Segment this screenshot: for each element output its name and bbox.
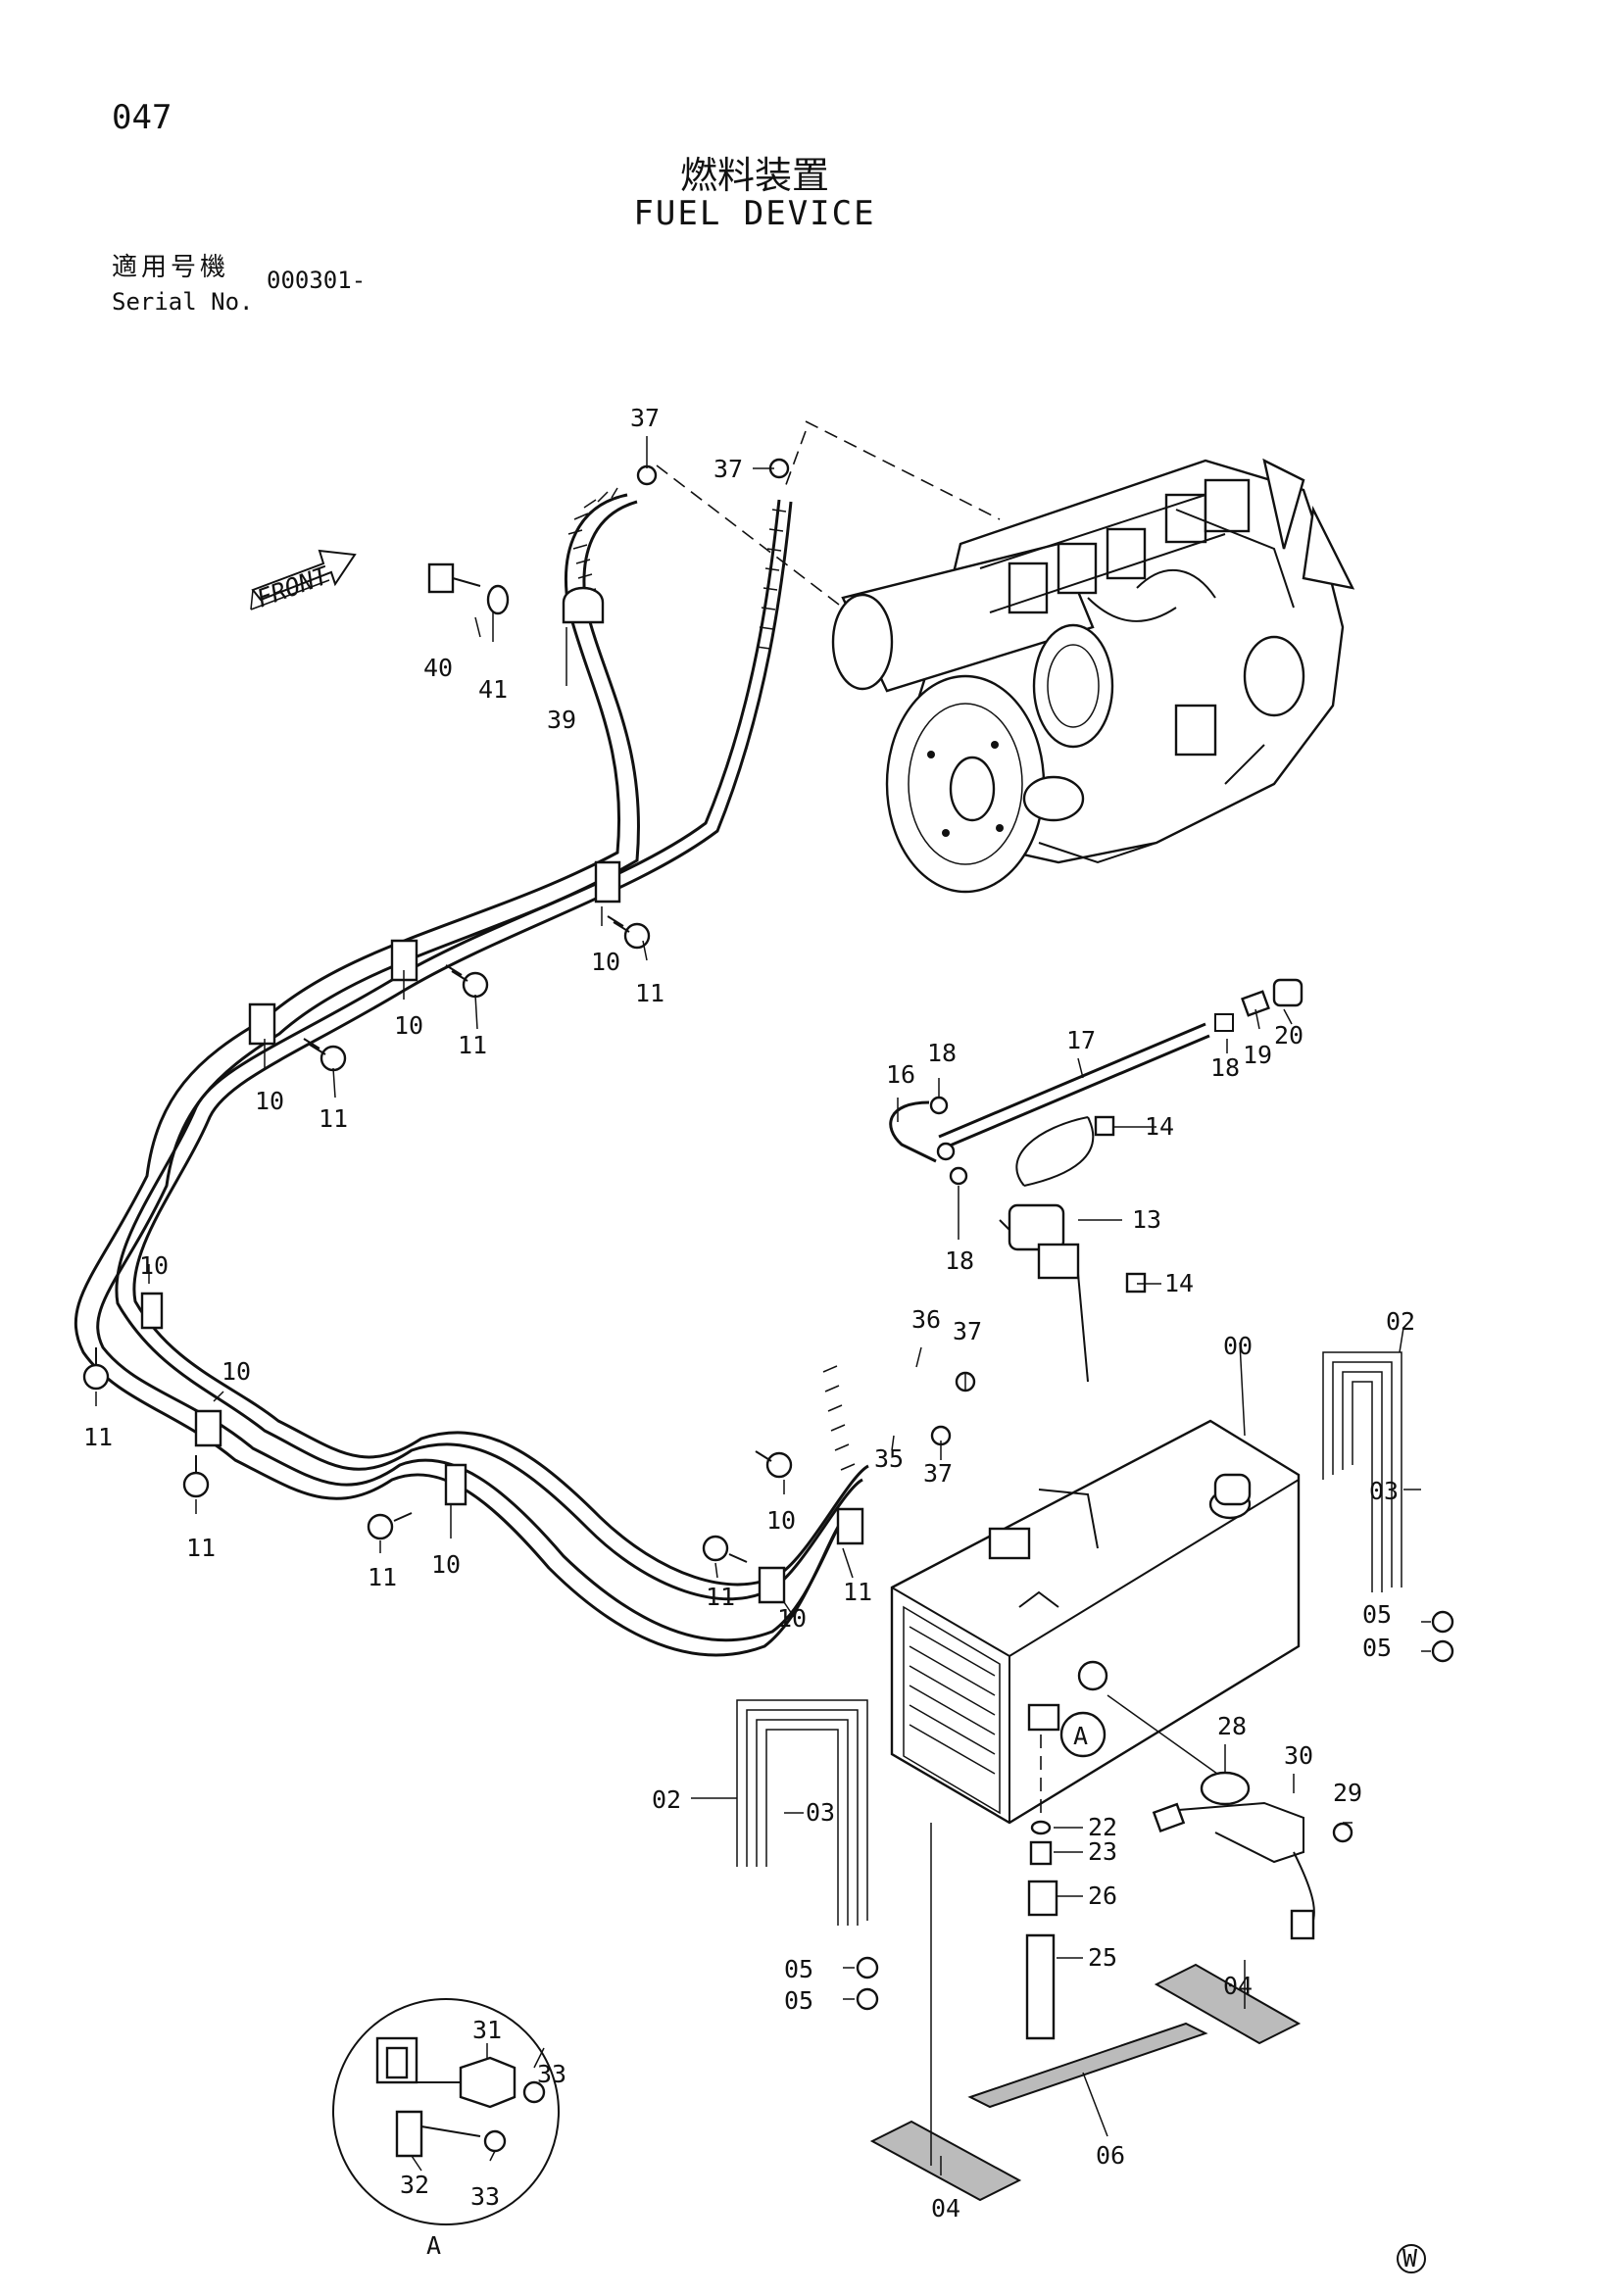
part-label-10: 10 xyxy=(431,1550,461,1579)
part-label-23: 23 xyxy=(1088,1837,1117,1866)
detail-a-letter: A xyxy=(426,2231,441,2260)
serial-label-english: Serial No. xyxy=(112,288,254,316)
title-english: FUEL DEVICE xyxy=(633,194,876,233)
tank-straps-right xyxy=(1322,1351,1402,1592)
part-label-30: 30 xyxy=(1284,1741,1313,1770)
part-label-33: 33 xyxy=(537,2060,566,2088)
part-label-37: 37 xyxy=(630,404,660,432)
part-label-10: 10 xyxy=(394,1011,423,1040)
part-label-11: 11 xyxy=(319,1104,348,1133)
serial-number-value: 000301- xyxy=(267,267,367,294)
part-label-37: 37 xyxy=(923,1459,953,1488)
fuel-tank: A xyxy=(890,1419,1301,1825)
part-label-11: 11 xyxy=(635,979,664,1007)
part-label-41: 41 xyxy=(478,675,508,704)
part-label-11: 11 xyxy=(368,1563,397,1591)
engine-assembly xyxy=(831,458,1355,894)
tank-pads xyxy=(869,1963,1302,2202)
part-label-37: 37 xyxy=(953,1317,982,1345)
part-label-14: 14 xyxy=(1145,1112,1174,1141)
detail-callout-a: A xyxy=(1073,1722,1088,1750)
part-label-06: 06 xyxy=(1096,2141,1125,2170)
part-label-25: 25 xyxy=(1088,1943,1117,1972)
part-label-11: 11 xyxy=(186,1534,216,1562)
part-label-26: 26 xyxy=(1088,1881,1117,1910)
part-label-19: 19 xyxy=(1243,1041,1272,1069)
part-label-11: 11 xyxy=(458,1031,487,1059)
front-arrow-label: FRONT xyxy=(253,561,333,613)
part-label-14: 14 xyxy=(1164,1269,1194,1297)
part-label-04: 04 xyxy=(931,2194,960,2223)
part-label-05: 05 xyxy=(784,1955,813,1983)
part-label-37: 37 xyxy=(713,455,743,483)
part-label-03: 03 xyxy=(1369,1477,1399,1505)
leader-lines xyxy=(95,436,1431,2175)
part-label-02: 02 xyxy=(652,1785,681,1814)
serial-label-japanese: 適用号機 xyxy=(112,253,230,282)
part-label-11: 11 xyxy=(843,1578,872,1606)
part-label-17: 17 xyxy=(1066,1026,1096,1054)
part-label-00: 00 xyxy=(1223,1332,1253,1360)
part-label-11: 11 xyxy=(706,1583,735,1611)
detail-a-inset: A xyxy=(332,1998,560,2260)
hose-clamps xyxy=(140,586,864,1604)
part-label-31: 31 xyxy=(472,2016,502,2044)
part-label-13: 13 xyxy=(1132,1205,1161,1234)
part-label-32: 32 xyxy=(400,2171,429,2199)
part-label-16: 16 xyxy=(886,1060,915,1089)
part-label-04: 04 xyxy=(1223,1972,1253,2000)
fuel-filter-assembly xyxy=(889,978,1303,1383)
part-label-05: 05 xyxy=(1362,1634,1392,1662)
part-label-29: 29 xyxy=(1333,1779,1362,1807)
part-label-03: 03 xyxy=(806,1798,835,1827)
part-label-05: 05 xyxy=(784,1986,813,2015)
bolts xyxy=(82,562,793,1563)
part-label-18: 18 xyxy=(945,1246,974,1275)
part-label-11: 11 xyxy=(83,1423,113,1451)
part-label-33: 33 xyxy=(470,2182,500,2211)
part-label-10: 10 xyxy=(766,1506,796,1535)
footer-mark-letter: W xyxy=(1402,2244,1418,2272)
part-label-10: 10 xyxy=(139,1251,169,1280)
part-label-35: 35 xyxy=(874,1444,904,1473)
nuts xyxy=(856,1610,1454,2011)
part-label-02: 02 xyxy=(1386,1307,1415,1336)
part-label-20: 20 xyxy=(1274,1021,1303,1050)
footer-watermark-mark: W xyxy=(1397,2244,1426,2273)
level-sender xyxy=(1107,1694,1353,1940)
part-label-10: 10 xyxy=(591,948,620,976)
part-label-18: 18 xyxy=(1210,1053,1240,1082)
part-label-40: 40 xyxy=(423,654,453,682)
front-direction-arrow: FRONT xyxy=(250,549,357,613)
page-number: 047 xyxy=(112,98,172,137)
part-label-10: 10 xyxy=(777,1604,807,1633)
part-label-39: 39 xyxy=(547,706,576,734)
part-label-36: 36 xyxy=(911,1305,941,1334)
title-japanese: 燃料装置 xyxy=(679,154,829,197)
part-label-22: 22 xyxy=(1088,1813,1117,1841)
drain-fittings xyxy=(1025,1734,1058,2040)
part-label-28: 28 xyxy=(1217,1712,1247,1740)
part-number-labels: 37 37 40 41 39 10 11 10 11 10 11 10 11 10 11 10 11 10 11 11… xyxy=(83,404,1415,2223)
tank-straps-left xyxy=(736,1699,868,1926)
part-label-10: 10 xyxy=(255,1087,284,1115)
part-label-10: 10 xyxy=(221,1357,251,1386)
part-label-18: 18 xyxy=(927,1039,957,1067)
part-label-05: 05 xyxy=(1362,1600,1392,1629)
